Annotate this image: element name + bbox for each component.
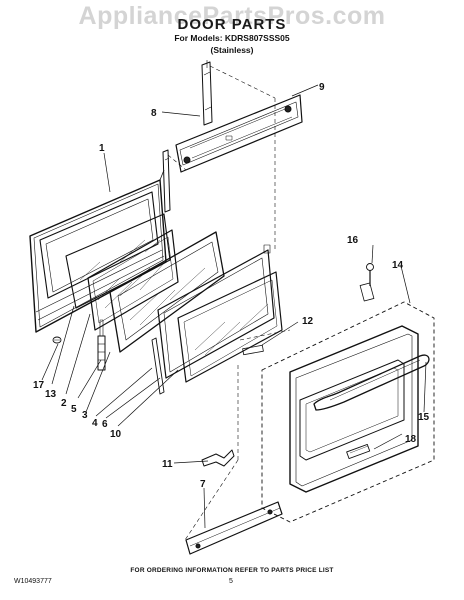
part-4-inner-frame [157,244,275,379]
part-6-side-strip [151,337,165,395]
part-11-clip [201,449,235,467]
callout-labels: 1 8 9 16 14 12 15 18 11 7 17 13 2 5 3 4 … [33,82,430,490]
callout-6: 6 [102,419,108,430]
part-2-glass-pack [87,229,179,331]
part-14-door-assembly [261,301,435,523]
callout-11: 11 [162,459,173,470]
alignment-lines [167,65,291,541]
part-17-screw [52,336,62,344]
callout-14: 14 [392,260,404,271]
callout-16: 16 [347,235,359,246]
part-16-screw-bracket [359,263,375,302]
part-12-gasket [242,344,264,356]
callout-2: 2 [61,398,67,409]
part-1-outer-door [29,169,167,333]
part-15-outer-door [289,325,419,493]
part-8-bracket-lower [162,149,171,213]
callout-15: 15 [418,412,430,423]
callout-12: 12 [302,316,314,327]
callout-9: 9 [319,82,325,93]
callout-13: 13 [45,389,57,400]
part-7-bottom-trim [185,501,283,555]
part-9-top-trim [175,94,303,173]
callout-7: 7 [200,479,206,490]
part-18-badge [346,443,371,459]
part-3-glass-panel [109,231,225,353]
watermark: AppliancePartsPros.com [78,2,386,30]
diagram-title: DOOR PARTS [177,16,287,33]
callout-3: 3 [82,410,88,421]
page-number: 5 [229,578,233,585]
part-5-hinge [97,319,106,371]
callout-17: 17 [33,380,45,391]
part-13-inner-glass [65,213,171,309]
ordering-note: FOR ORDERING INFORMATION REFER TO PARTS … [130,567,334,574]
part-8-bracket-upper [201,60,213,126]
leader-lines [41,84,427,529]
callout-18: 18 [405,434,417,445]
callout-10: 10 [110,429,122,440]
document-number: W10493777 [14,578,52,585]
callout-1: 1 [99,143,105,154]
part-10-glass [177,271,283,383]
callout-4: 4 [92,418,98,429]
callout-5: 5 [71,404,77,415]
callout-8: 8 [151,108,157,119]
model-line: For Models: KDRS807SSS05 [174,33,290,43]
door-handle [313,354,430,411]
finish-line: (Stainless) [210,45,254,55]
